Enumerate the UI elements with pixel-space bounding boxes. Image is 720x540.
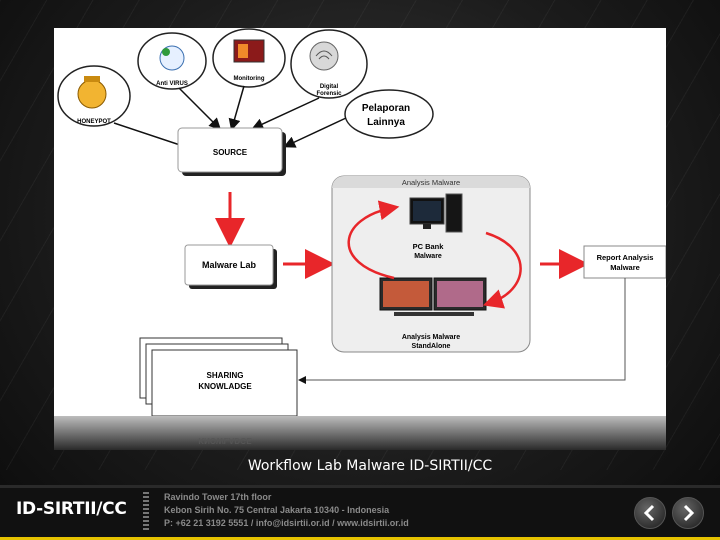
sharing-knowledge-stack: SHARING KNOWLADGE <box>139 337 298 417</box>
honeypot-icon <box>77 79 107 109</box>
report-label-line1: Report Analysis <box>597 253 654 262</box>
cycle-arrow-right <box>482 231 522 309</box>
forensic-label-line1: Digital <box>320 84 339 90</box>
pc-bank-label-line2: Malware <box>414 253 442 260</box>
antivirus-label: Anti VIRUS <box>156 81 188 87</box>
virus-icon <box>162 48 170 56</box>
malware-lab-box: Malware Lab <box>184 244 277 289</box>
footer-dotted-separator <box>143 492 149 530</box>
standalone-label-line2: StandAlone <box>412 343 451 350</box>
digital-forensic-source-cloud: Digital Forensic <box>290 29 368 99</box>
honeypot-label: HONEYPOT <box>77 119 111 125</box>
back-arrow-icon <box>643 504 655 522</box>
workflow-diagram: HONEYPOT Anti VIRUS Monitoring Digital F… <box>54 28 666 420</box>
sharing-label-line2: KNOWLADGE <box>198 382 252 391</box>
sharing-label-line1: SHARING <box>207 371 244 380</box>
malware-lab-label: Malware Lab <box>202 260 257 270</box>
forward-arrow-icon <box>683 504 695 522</box>
footer-address-line1: Ravindo Tower 17th floor <box>164 492 272 502</box>
workflow-diagram-svg: HONEYPOT Anti VIRUS Monitoring Digital F… <box>57 28 666 417</box>
antivirus-source-cloud: Anti VIRUS <box>137 32 207 90</box>
pc-bank-label-line1: PC Bank <box>413 242 445 251</box>
footer-divider-line <box>0 485 720 488</box>
report-to-sharing-line <box>298 278 626 384</box>
honeypot-source-cloud: HONEYPOT <box>57 65 131 127</box>
footer-accent-strip <box>0 537 720 540</box>
next-slide-button[interactable] <box>672 497 704 529</box>
monitoring-source-cloud: Monitoring <box>212 28 286 88</box>
reflection-label: KNOWLADGE <box>198 436 252 445</box>
pelaporan-lainnya-source-cloud: Pelaporan Lainnya <box>344 89 434 139</box>
previous-slide-button[interactable] <box>634 497 666 529</box>
standalone-label-line1: Analysis Malware <box>402 334 460 341</box>
honeypot-lid-icon <box>84 76 100 82</box>
panel-reflection <box>54 416 666 450</box>
footer-contact-line: P: +62 21 3192 5551 / info@idsirtii.or.i… <box>164 518 409 528</box>
pelaporan-label-line2: Lainnya <box>367 117 405 128</box>
footer-bar <box>0 485 720 540</box>
slide-caption: Workflow Lab Malware ID-SIRTII/CC <box>247 458 493 474</box>
report-label-line2: Malware <box>610 263 640 272</box>
monitoring-label: Monitoring <box>234 76 265 82</box>
report-analysis-box: Report Analysis Malware <box>583 245 666 279</box>
source-input-arrows <box>113 85 347 151</box>
source-box-label: SOURCE <box>213 148 248 157</box>
analysis-panel-title: Analysis Malware <box>402 178 460 187</box>
computer-icon <box>409 193 463 233</box>
analysis-malware-panel: Analysis Malware PC Bank Malware Analysi… <box>331 175 531 353</box>
source-box: SOURCE <box>177 127 286 176</box>
footer-address-line2: Kebon Sirih No. 75 Central Jakarta 10340… <box>164 505 390 515</box>
monitor-icon <box>379 277 487 316</box>
pelaporan-label-line1: Pelaporan <box>362 103 410 114</box>
forensic-label-line2: Forensic <box>316 91 342 97</box>
brand-logo: ID-SIRTII/CC <box>16 499 127 519</box>
cycle-arrow-left <box>347 200 400 280</box>
